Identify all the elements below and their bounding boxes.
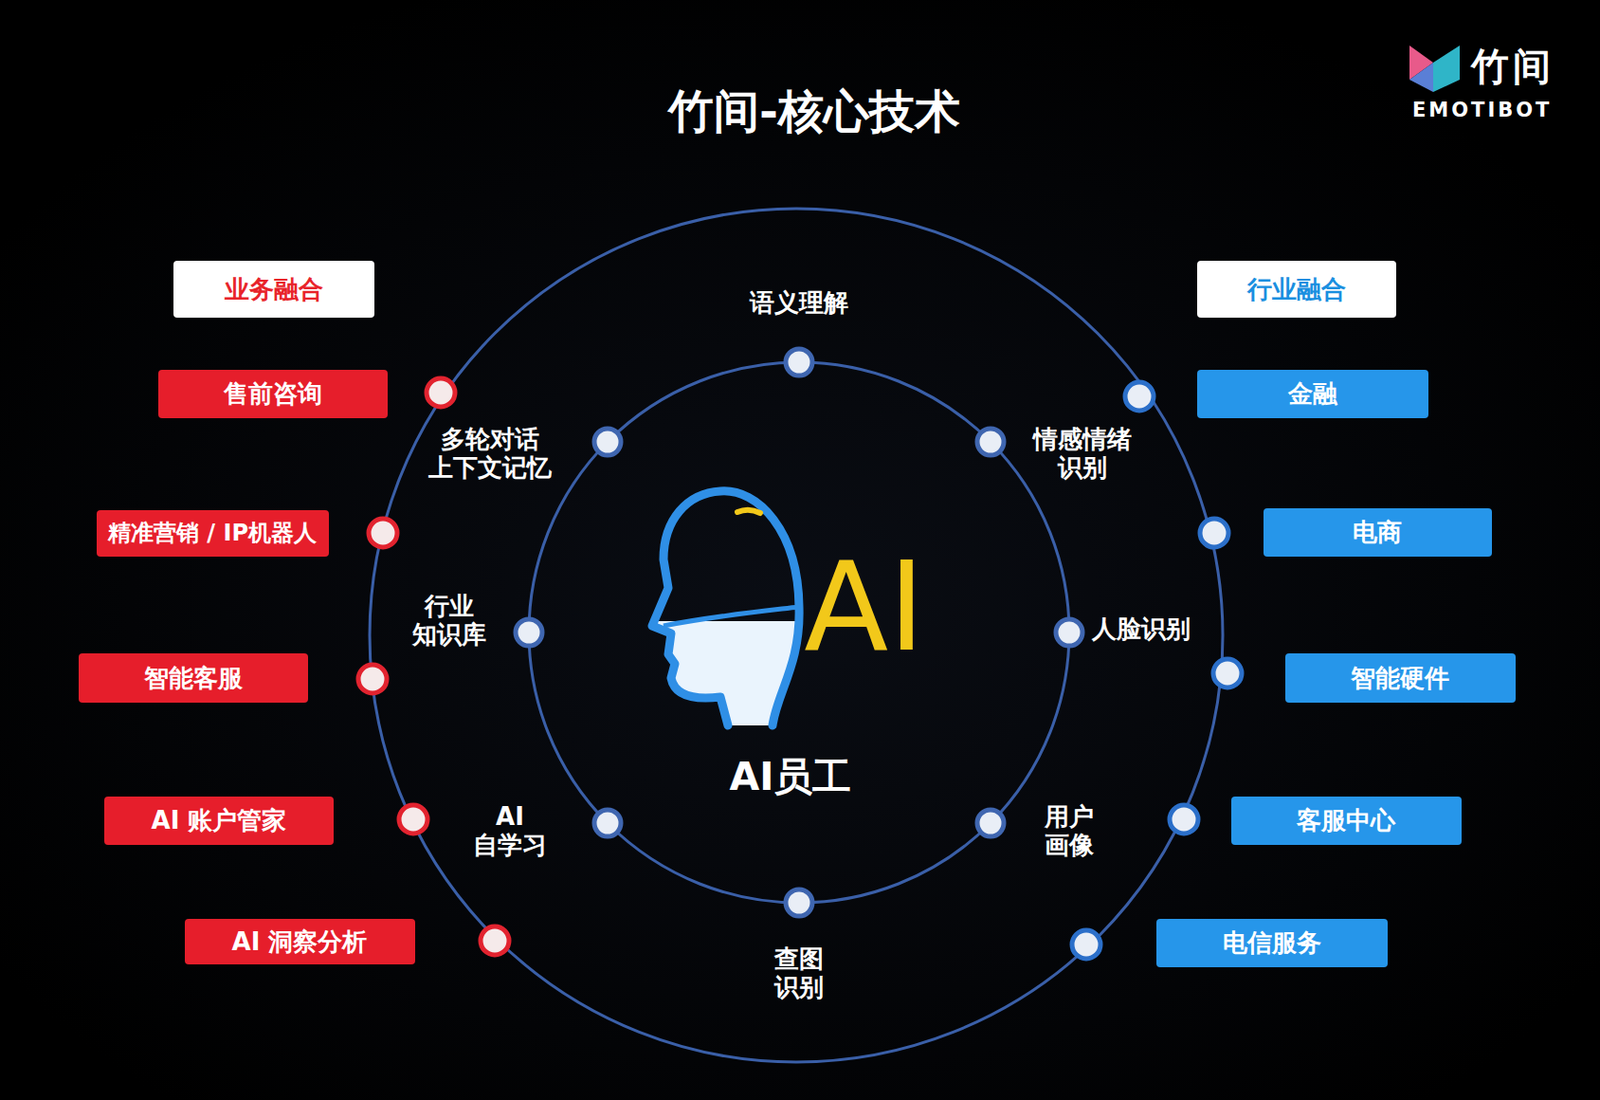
industry-box: 电信服务 xyxy=(1156,918,1388,967)
ring-dot xyxy=(1169,804,1199,834)
box-text: 智能客服 xyxy=(144,661,243,695)
tech-label: 人脸识别 xyxy=(1091,615,1191,644)
business-box: 售前咨询 xyxy=(158,369,388,419)
ring-dot xyxy=(368,518,398,547)
ring-dot xyxy=(594,809,621,837)
ring-dot xyxy=(358,664,387,693)
ai-mark: AI xyxy=(803,545,925,669)
business-box: AI 账户管家 xyxy=(104,796,334,845)
logo-icon xyxy=(1433,45,1460,92)
ring-dot xyxy=(785,889,813,916)
ring-dot xyxy=(480,926,510,955)
header-box: 行业融合 xyxy=(1197,260,1397,318)
ring-dot xyxy=(515,618,543,646)
logo-subtext: EMOTIBOT xyxy=(1412,98,1552,122)
industry-box: 电商 xyxy=(1263,508,1492,557)
industry-box: 智能硬件 xyxy=(1285,653,1516,703)
ring-dot xyxy=(594,428,621,455)
box-text: AI 洞察分析 xyxy=(232,925,368,959)
box-text: 智能硬件 xyxy=(1350,661,1450,695)
tech-label: 多轮对话 上下文记忆 xyxy=(428,425,552,483)
tech-label: 情感情绪 识别 xyxy=(1033,425,1132,483)
box-text: 客服中心 xyxy=(1296,803,1396,837)
box-text: 金融 xyxy=(1288,377,1338,411)
ring-dot xyxy=(785,348,813,376)
tech-label: 查图 识别 xyxy=(774,945,824,1002)
industry-box: 金融 xyxy=(1197,369,1429,419)
box-text: AI 账户管家 xyxy=(151,803,288,837)
header-box: 业务融合 xyxy=(173,260,375,318)
title: 竹间-核心技术 xyxy=(668,84,961,140)
box-text: 电信服务 xyxy=(1222,926,1322,960)
ring-dot xyxy=(426,378,455,407)
tech-label: 语义理解 xyxy=(749,289,849,318)
outer-ring xyxy=(369,208,1223,1062)
inner-ring xyxy=(528,362,1070,903)
ring-dot xyxy=(977,809,1004,837)
box-text: 售前咨询 xyxy=(223,377,323,411)
ring-dot xyxy=(1125,381,1154,411)
logo-text: 竹间 xyxy=(1471,44,1555,89)
ring-dot xyxy=(1055,618,1083,646)
box-text: 精准营销 / IP机器人 xyxy=(108,517,317,548)
ring-dot xyxy=(1200,518,1229,547)
head-mark xyxy=(737,509,761,513)
tech-label: 行业 知识库 xyxy=(412,592,487,650)
head-band-line xyxy=(663,606,800,626)
tech-label: AI 自学习 xyxy=(472,802,547,860)
box-text: 电商 xyxy=(1352,515,1402,549)
ring-dot xyxy=(1213,658,1242,688)
ring-dot xyxy=(1072,929,1101,959)
center-label: AI员工 xyxy=(729,754,853,800)
business-box: 精准营销 / IP机器人 xyxy=(96,509,329,557)
business-box: AI 洞察分析 xyxy=(184,918,416,964)
tech-label: 用户 画像 xyxy=(1044,802,1094,860)
industry-box: 客服中心 xyxy=(1231,796,1462,845)
ring-dot xyxy=(977,428,1004,455)
head-outline xyxy=(652,490,800,726)
logo-icon xyxy=(1409,62,1434,92)
box-text: 行业融合 xyxy=(1247,272,1346,307)
business-box: 智能客服 xyxy=(78,653,309,703)
ring-dot xyxy=(399,804,428,834)
box-text: 业务融合 xyxy=(224,272,324,307)
